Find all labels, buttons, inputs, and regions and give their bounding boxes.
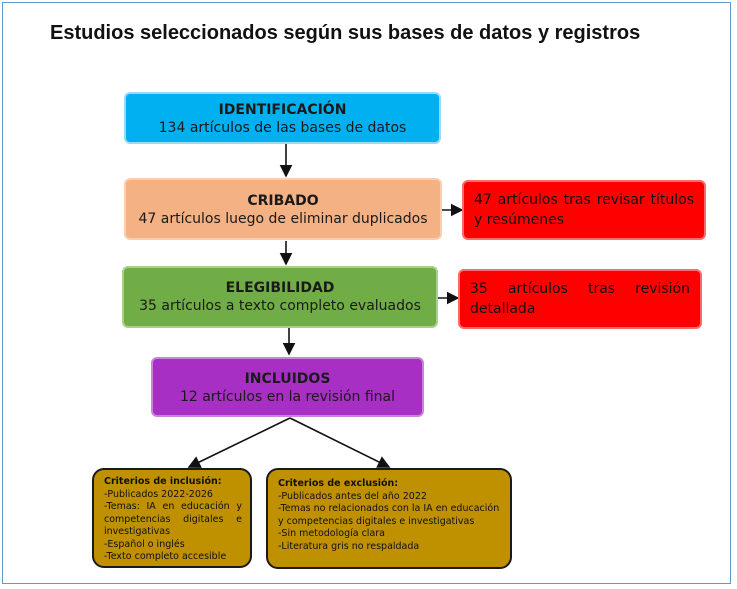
incluidos-box: INCLUIDOS 12 artículos en la revisión fi… bbox=[151, 357, 424, 417]
arrow-incluidos-inclusion bbox=[187, 417, 291, 468]
inclusion-item: -Publicados 2022-2026 bbox=[104, 488, 213, 500]
exclusion-item: -Literatura gris no respaldada bbox=[278, 540, 420, 552]
cribado-box: CRIBADO 47 artículos luego de eliminar d… bbox=[124, 178, 442, 240]
inclusion-item: -Temas: IA en educación y competencias d… bbox=[104, 501, 242, 537]
inclusion-item: -Español o inglés bbox=[104, 538, 185, 550]
elegibilidad-heading: ELEGIBILIDAD bbox=[225, 280, 335, 296]
cribado-text: 47 artículos luego de eliminar duplicado… bbox=[138, 211, 428, 227]
elegibilidad-excluded-text: 35 artículos tras revisión detallada bbox=[470, 281, 690, 317]
incluidos-text: 12 artículos en la revisión final bbox=[179, 389, 396, 405]
cribado-excluded-text: 47 artículos tras revisar títulos y resú… bbox=[474, 192, 694, 228]
diagram-frame bbox=[2, 2, 731, 584]
exclusion-item: -Publicados antes del año 2022 bbox=[278, 490, 427, 502]
exclusion-criteria-box: Criterios de exclusión: -Publicados ante… bbox=[266, 468, 512, 569]
inclusion-heading: Criterios de inclusión: bbox=[104, 476, 222, 487]
exclusion-item: -Sin metodología clara bbox=[278, 528, 385, 539]
diagram-title: Estudios seleccionados según sus bases d… bbox=[50, 22, 641, 44]
exclusion-item: -Temas no relacionados con la IA en educ… bbox=[278, 503, 500, 527]
inclusion-item: -Texto completo accesible bbox=[104, 551, 227, 562]
inclusion-criteria-box: Criterios de inclusión: -Publicados 2022… bbox=[92, 468, 252, 568]
identificacion-text: 134 artículos de las bases de datos bbox=[158, 120, 407, 136]
elegibilidad-excluded-box: 35 artículos tras revisión detallada bbox=[458, 269, 702, 329]
arrow-incluidos-exclusion bbox=[289, 417, 391, 468]
elegibilidad-text: 35 artículos a texto completo evaluados bbox=[139, 298, 421, 314]
elegibilidad-box: ELEGIBILIDAD 35 artículos a texto comple… bbox=[122, 266, 438, 328]
identificacion-heading: IDENTIFICACIÓN bbox=[218, 102, 347, 118]
cribado-heading: CRIBADO bbox=[247, 193, 319, 209]
exclusion-heading: Criterios de exclusión: bbox=[278, 478, 399, 489]
identificacion-box: IDENTIFICACIÓN 134 artículos de las base… bbox=[124, 92, 441, 144]
cribado-excluded-box: 47 artículos tras revisar títulos y resú… bbox=[462, 180, 706, 240]
incluidos-heading: INCLUIDOS bbox=[244, 371, 331, 387]
